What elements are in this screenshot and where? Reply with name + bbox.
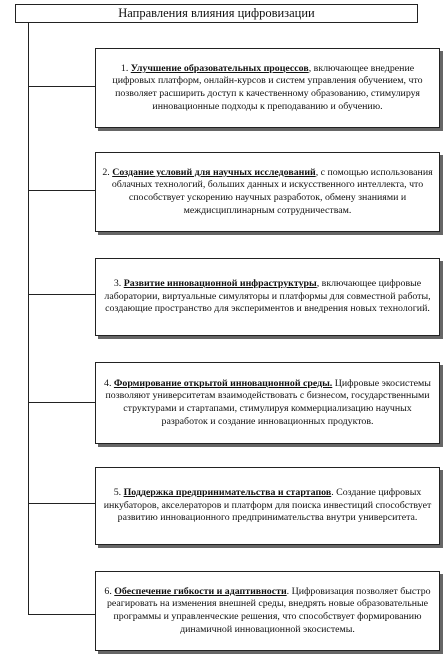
item-title: Развитие инновационной инфраструктуры — [123, 278, 317, 290]
connector-branch-4 — [28, 402, 95, 403]
item-title: Создание условий для научных исследовани… — [112, 166, 316, 178]
item-number: 2. — [102, 166, 110, 178]
item-number: 3. — [113, 278, 122, 290]
connector-branch-2 — [28, 190, 95, 191]
connector-spine — [28, 23, 29, 615]
item-text: , включающее внедрение цифровых платформ… — [112, 62, 423, 112]
item-number: 5. — [113, 487, 122, 499]
item-number: 6. — [104, 585, 112, 597]
diagram-title: Направления влияния цифровизации — [15, 4, 418, 23]
direction-box-6: 6. Обеспечение гибкости и адаптивности. … — [95, 571, 440, 651]
item-text: , с помощью использования облачных техно… — [111, 166, 433, 216]
direction-box-3: 3. Развитие инновационной инфраструктуры… — [95, 258, 440, 336]
item-text: . Цифровизация позволяет быстро реагиров… — [106, 585, 431, 635]
connector-branch-5 — [28, 503, 95, 504]
item-text: , включающее цифровые лаборатории, вирту… — [104, 278, 431, 315]
direction-box-5: 5. Поддержка предпринимательства и старт… — [95, 467, 440, 545]
direction-box-4: 4. Формирование открытой инновационной с… — [95, 362, 440, 444]
item-title: Улучшение образовательных процессов — [130, 62, 309, 74]
connector-branch-1 — [28, 86, 95, 87]
item-title: Формирование открытой инновационной сред… — [113, 377, 333, 389]
item-number: 1. — [120, 62, 129, 74]
connector-branch-3 — [28, 294, 95, 295]
connector-branch-6 — [28, 614, 95, 615]
direction-box-2: 2. Создание условий для научных исследов… — [95, 152, 440, 232]
item-text: . Создание цифровых инкубаторов, акселер… — [103, 487, 432, 524]
item-title: Поддержка предпринимательства и стартапо… — [123, 487, 332, 499]
item-title: Обеспечение гибкости и адаптивности — [114, 585, 287, 597]
direction-box-1: 1. Улучшение образовательных процессов, … — [95, 48, 440, 128]
item-number: 4. — [104, 377, 112, 389]
item-text: Цифровые экосистемы позволяют университе… — [105, 377, 431, 427]
